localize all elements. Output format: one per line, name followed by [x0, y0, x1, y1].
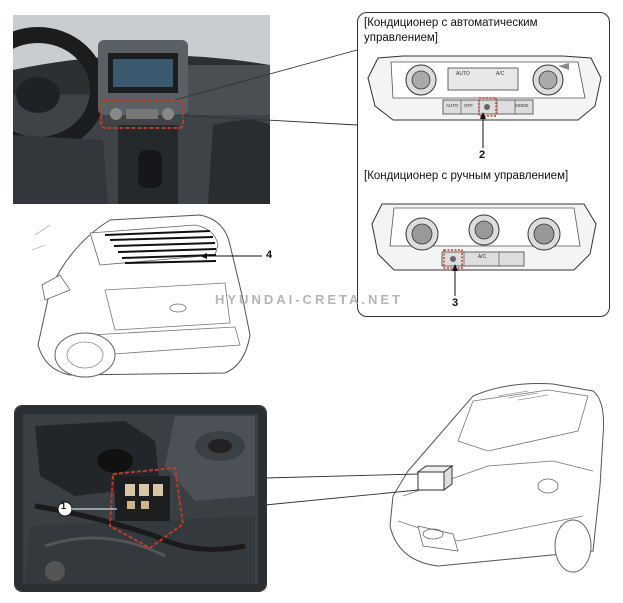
- callout-2-leader: [480, 112, 486, 148]
- dashboard-photo: [13, 15, 270, 204]
- rear-car-drawing: [30, 205, 260, 390]
- callout-4: 4: [266, 249, 273, 261]
- callout-3: 3: [452, 297, 459, 309]
- auto-button-label: OFF: [464, 103, 473, 108]
- front-car-drawing: [378, 376, 610, 596]
- manual-climate-panel: [364, 196, 604, 278]
- auto-button-label: MODE: [515, 103, 529, 108]
- callout-1: 1: [61, 501, 67, 511]
- auto-display-label: A/C: [496, 71, 505, 77]
- engine-bay-photo-frame: [14, 405, 267, 592]
- callout-2: 2: [479, 149, 486, 161]
- watermark: HYUNDAI-CRETA.NET: [215, 292, 403, 307]
- auto-panel-caption: [Кондиционер с автоматическим управление…: [364, 17, 538, 44]
- callout-4-leader: [200, 253, 262, 259]
- auto-button-label: AUTO: [446, 103, 459, 108]
- manual-button-label: A/C: [478, 254, 487, 260]
- auto-display-label: AUTO: [456, 71, 470, 77]
- manual-panel-caption: [Кондиционер с ручным управлением]: [364, 170, 569, 182]
- callout-3-leader: [452, 264, 458, 296]
- auto-climate-panel: [363, 48, 606, 130]
